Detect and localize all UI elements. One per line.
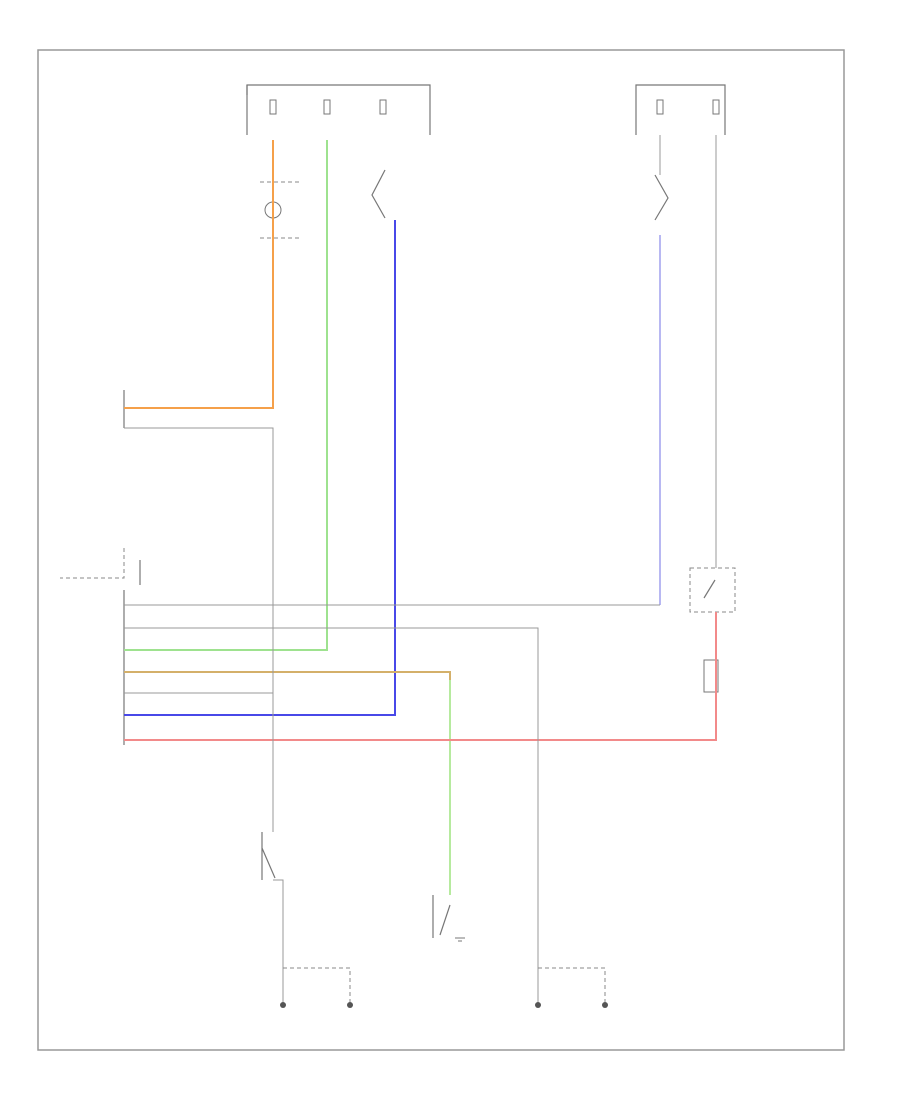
bottom-left-switch [261, 832, 276, 880]
indicator-lamp [260, 181, 300, 239]
ground-icon [535, 1002, 541, 1008]
wire-gray-2 [124, 627, 539, 1005]
fuse-icon [269, 99, 277, 115]
wire-gray-6 [273, 879, 284, 1005]
wire-orange [124, 140, 274, 409]
ground-group-left-dash [283, 967, 351, 1005]
resistor-icon [703, 659, 719, 693]
ground-icon [455, 937, 465, 942]
fuse-block-right [635, 84, 726, 135]
right-resistor [703, 659, 719, 693]
fuse-icon [379, 99, 387, 115]
wire-green [124, 140, 328, 651]
switch-icon [261, 832, 276, 880]
ground-icon [602, 1002, 608, 1008]
ground-icon [280, 1002, 286, 1008]
switch-icon [703, 579, 716, 599]
switch-icon [432, 895, 451, 938]
main-module-outer [60, 548, 125, 579]
ground-group-right-dash [538, 967, 606, 1005]
switch-icon [654, 174, 669, 221]
fuse-block-left-bracket [246, 84, 431, 135]
right-switch [689, 567, 736, 613]
ground-group-left [280, 967, 353, 1008]
diagram-frame [37, 49, 845, 1051]
wire-pink [124, 612, 717, 741]
wire-tan [124, 671, 451, 895]
fuse-block-right-bracket [635, 84, 726, 135]
ground-icon [347, 1002, 353, 1008]
bottom-mid-switch [432, 895, 465, 942]
ground-group-right [535, 967, 608, 1008]
relay-component [654, 174, 669, 221]
switch-icon [371, 169, 386, 219]
fuse-block-left [246, 84, 431, 135]
wire-blue [124, 220, 396, 716]
right-switch-box [689, 567, 736, 613]
wire-gray-1 [124, 427, 274, 832]
fuse-icon [656, 99, 664, 115]
fuse-icon [323, 99, 331, 115]
fuse-icon [712, 99, 720, 115]
main-module [60, 548, 141, 745]
ign-switch [371, 169, 386, 219]
